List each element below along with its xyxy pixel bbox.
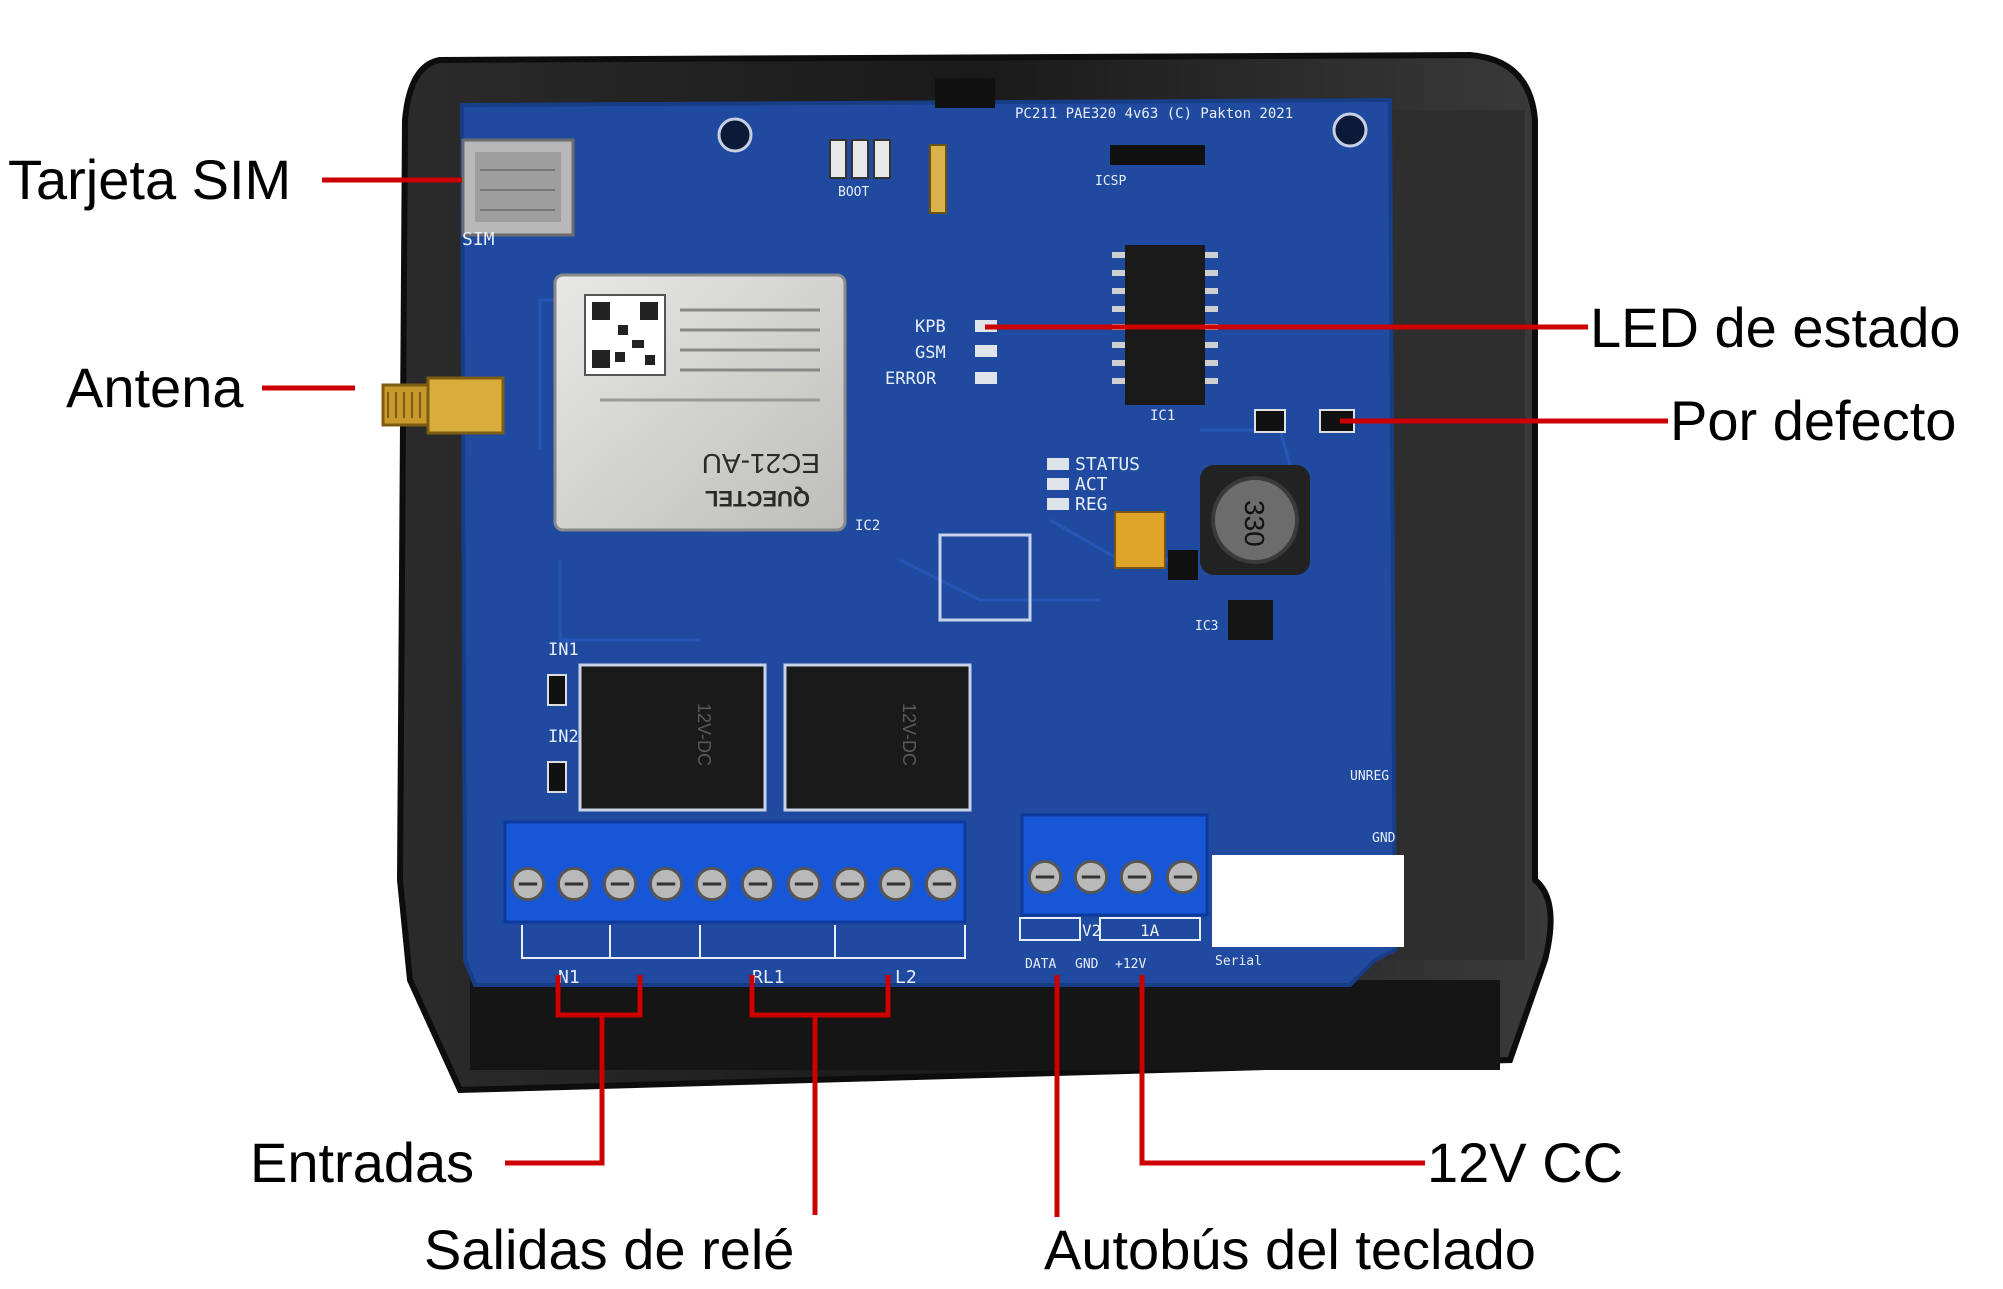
diode-d8 xyxy=(1168,550,1198,580)
terminal-block-power xyxy=(1020,813,1209,917)
terminal-block-io xyxy=(503,820,967,924)
icsp-header xyxy=(1110,145,1205,165)
led-kpb-label: KPB xyxy=(915,317,946,337)
label-relay-outputs: Salidas de relé xyxy=(424,1218,795,1281)
gsm-module: EC21-AU QUECTEL xyxy=(553,273,847,532)
silk-rl1: RL1 xyxy=(752,967,785,988)
callout-line-relay xyxy=(749,975,891,1215)
label-sim-card: Tarjeta SIM xyxy=(8,148,292,211)
silk-n1: N1 xyxy=(558,967,580,988)
tantalum-capacitor xyxy=(1114,511,1166,569)
label-antenna: Antena xyxy=(66,356,244,419)
label-keypad-bus: Autobús del teclado xyxy=(1044,1218,1536,1281)
ic2-label: IC2 xyxy=(855,518,880,534)
relay-1: 12V-DC xyxy=(578,663,767,812)
callout-lines xyxy=(262,177,1668,1217)
boot-label: BOOT xyxy=(838,185,869,200)
label-inputs: Entradas xyxy=(250,1131,475,1194)
mount-hole-right xyxy=(1332,112,1368,148)
enclosure-inner-right xyxy=(1385,110,1525,960)
sim-silk-text: SIM xyxy=(462,229,495,250)
led-reg-label: REG xyxy=(1075,494,1108,515)
ic3-label: IC3 xyxy=(1195,619,1218,634)
qr-code-icon xyxy=(592,302,658,368)
silk-1a: 1A xyxy=(1140,921,1160,940)
status-leds xyxy=(975,320,1069,510)
module-brand-text: QUECTEL xyxy=(705,486,810,511)
serial-label-area xyxy=(1212,855,1404,947)
callout-line-inputs xyxy=(505,975,643,1166)
silk-12v: +12V xyxy=(1115,957,1146,972)
boot-pads xyxy=(829,139,947,214)
module-model-text: EC21-AU xyxy=(702,448,820,479)
in2-label: IN2 xyxy=(548,727,579,747)
silk-data: DATA xyxy=(1025,957,1056,972)
relay-1-rating: 12V-DC xyxy=(694,703,714,766)
led-status-label: STATUS xyxy=(1075,454,1140,475)
label-power: 12V CC xyxy=(1427,1131,1624,1194)
relay-2-rating: 12V-DC xyxy=(899,703,919,766)
enclosure-bottom xyxy=(470,980,1500,1070)
sim-slot xyxy=(461,138,575,237)
antenna-connector xyxy=(381,376,505,435)
icsp-label: ICSP xyxy=(1095,174,1126,189)
led-error-label: ERROR xyxy=(885,369,937,389)
label-status-led: LED de estado xyxy=(1590,296,1961,359)
silk-v2: V2 xyxy=(1082,921,1101,940)
silk-gnd: GND xyxy=(1075,957,1099,972)
silk-serial: Serial xyxy=(1215,954,1262,969)
inductor-text: 330 xyxy=(1239,500,1270,547)
ic3-chip xyxy=(1228,600,1273,640)
led-gsm-label: GSM xyxy=(915,343,946,363)
label-default: Por defecto xyxy=(1670,389,1957,452)
top-notch xyxy=(935,78,995,108)
in1-jumper xyxy=(547,674,567,706)
led-act-label: ACT xyxy=(1075,474,1108,495)
ic1-label: IC1 xyxy=(1150,408,1175,424)
board-header-text: PC211 PAE320 4v63 (C) Pakton 2021 xyxy=(1015,106,1293,122)
in2-jumper xyxy=(547,761,567,793)
bottom-silkscreen xyxy=(521,917,1201,959)
silk-gnd2: GND xyxy=(1372,831,1396,846)
callout-line-power xyxy=(1139,975,1425,1166)
in1-label: IN1 xyxy=(548,640,579,660)
silk-unreg: UNREG xyxy=(1350,769,1389,784)
silk-rl2: L2 xyxy=(895,967,917,988)
relay-2: 12V-DC xyxy=(783,663,972,812)
mount-hole-left xyxy=(717,117,753,153)
power-inductor: 330 xyxy=(1200,465,1310,575)
silk-square xyxy=(938,533,1032,622)
